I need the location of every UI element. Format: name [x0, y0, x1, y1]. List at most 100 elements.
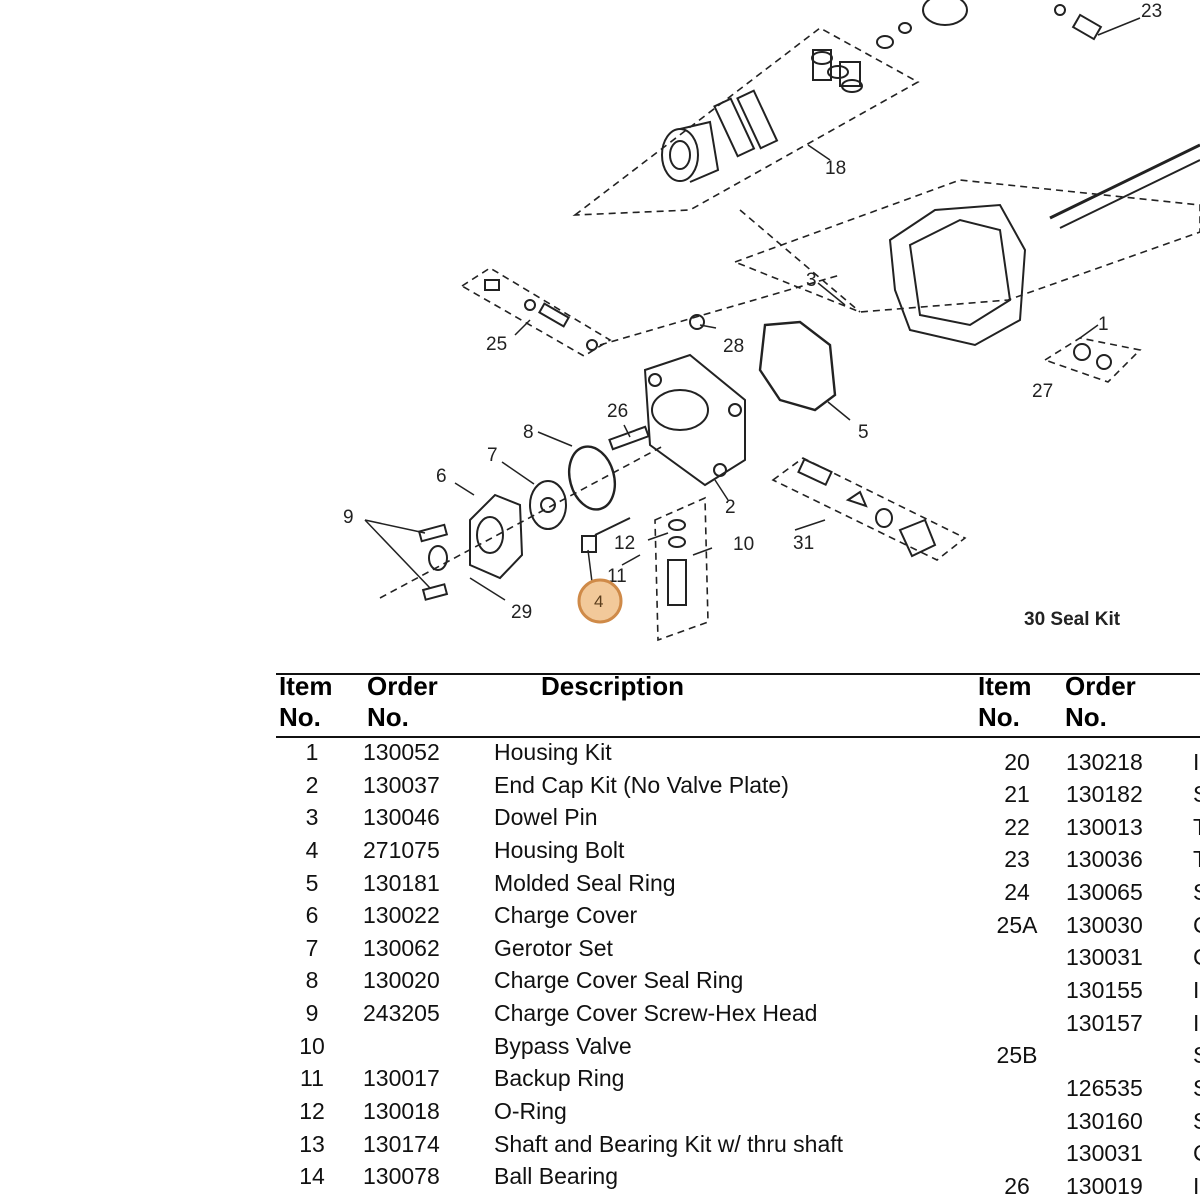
right-row-14-order: 130019 [1066, 1173, 1143, 1199]
exploded-parts-diagram: 23 18 3 25 28 1 27 26 5 8 7 6 2 9 12 10 … [343, 0, 1200, 642]
right-row-4-desc-clipped: T [1193, 845, 1200, 873]
right-row-3-order: 130013 [1066, 814, 1143, 840]
right-row-2-desc-clipped: S [1193, 780, 1200, 808]
row-12-desc: O-Ring [494, 1098, 567, 1124]
right-row-6-desc-clipped: C [1193, 911, 1200, 939]
right-row-7-order: 130031 [1066, 944, 1143, 970]
row-7-desc: Gerotor Set [494, 935, 613, 961]
callout-26: 26 [607, 401, 628, 422]
svg-text:4: 4 [594, 592, 603, 611]
row-8-order: 130020 [363, 967, 440, 993]
row-9-desc: Charge Cover Screw-Hex Head [494, 1000, 818, 1026]
callout-18: 18 [825, 158, 846, 179]
callout-12: 12 [614, 533, 635, 554]
row-5-desc: Molded Seal Ring [494, 870, 676, 896]
right-row-12-desc-clipped: S [1193, 1107, 1200, 1135]
callout-29: 29 [511, 602, 532, 623]
header-item-right: Item No. [978, 671, 1032, 732]
right-row-13-desc-clipped: C [1193, 1139, 1200, 1167]
row-11-desc: Backup Ring [494, 1065, 625, 1091]
callout-10: 10 [733, 534, 754, 555]
right-row-7-desc-clipped: C [1193, 943, 1200, 971]
callout-11: 11 [607, 566, 627, 587]
row-5-order: 130181 [363, 870, 440, 896]
row-2-desc: End Cap Kit (No Valve Plate) [494, 772, 789, 798]
right-row-4-item: 23 [1004, 846, 1030, 872]
row-11-order: 130017 [363, 1065, 440, 1091]
row-8-desc: Charge Cover Seal Ring [494, 967, 744, 993]
right-row-2-order: 130182 [1066, 781, 1143, 807]
header-order-right: Order No. [1065, 671, 1136, 732]
row-9-order: 243205 [363, 1000, 440, 1026]
highlighted-callout-4[interactable]: 4 [577, 578, 623, 624]
right-row-3-item: 22 [1004, 814, 1030, 840]
callout-23: 23 [1141, 1, 1162, 22]
callout-25: 25 [486, 334, 507, 355]
right-row-5-item: 24 [1004, 879, 1030, 905]
callout-5: 5 [858, 422, 869, 443]
right-row-4-order: 130036 [1066, 846, 1143, 872]
row-6-order: 130022 [363, 902, 440, 928]
right-row-14-desc-clipped: I [1193, 1173, 1200, 1199]
right-row-10-item: 25B [996, 1042, 1038, 1068]
right-row-2-item: 21 [1004, 781, 1030, 807]
right-row-11-order: 126535 [1066, 1075, 1143, 1101]
right-row-6-order: 130030 [1066, 912, 1143, 938]
table-header-rule [276, 736, 1200, 738]
row-2-order: 130037 [363, 772, 440, 798]
row-3-item: 3 [305, 804, 319, 830]
right-row-9-order: 130157 [1066, 1010, 1143, 1036]
callout-1: 1 [1098, 314, 1109, 335]
row-4-item: 4 [305, 837, 319, 863]
right-row-1-desc-clipped: I [1193, 749, 1200, 775]
row-13-desc: Shaft and Bearing Kit w/ thru shaft [494, 1131, 844, 1157]
row-3-desc: Dowel Pin [494, 804, 598, 830]
right-row-8-desc-clipped: I [1193, 977, 1200, 1003]
right-row-6-item: 25A [996, 912, 1038, 938]
row-3-order: 130046 [363, 804, 440, 830]
row-14-desc: Ball Bearing [494, 1163, 619, 1189]
callout-27: 27 [1032, 381, 1053, 402]
row-10-desc: Bypass Valve [494, 1033, 632, 1059]
callout-3: 3 [806, 270, 817, 291]
seal-kit-label: 30 Seal Kit [1024, 609, 1121, 630]
row-8-item: 8 [305, 967, 319, 993]
row-13-item: 13 [299, 1131, 325, 1157]
right-row-12-order: 130160 [1066, 1108, 1143, 1134]
callout-8: 8 [523, 422, 534, 443]
callout-28: 28 [723, 336, 744, 357]
right-row-11-desc-clipped: S [1193, 1074, 1200, 1102]
row-9-item: 9 [305, 1000, 319, 1026]
right-row-1-item: 20 [1004, 749, 1030, 775]
right-row-9-desc-clipped: I [1193, 1010, 1200, 1036]
right-row-1-order: 130218 [1066, 749, 1143, 775]
right-row-8-order: 130155 [1066, 977, 1143, 1003]
row-10-item: 10 [299, 1033, 325, 1059]
right-row-5-order: 130065 [1066, 879, 1143, 905]
callout-6: 6 [436, 466, 447, 487]
row-4-order: 271075 [363, 837, 440, 863]
row-7-order: 130062 [363, 935, 440, 961]
callout-7: 7 [487, 445, 498, 466]
callout-2: 2 [725, 497, 736, 518]
row-11-item: 11 [300, 1065, 324, 1091]
row-1-desc: Housing Kit [494, 739, 612, 765]
row-1-item: 1 [305, 739, 319, 765]
right-row-3-desc-clipped: T [1193, 813, 1200, 841]
header-order: Order No. [367, 671, 438, 732]
table-top-rule [276, 673, 1200, 675]
row-12-item: 12 [299, 1098, 325, 1124]
row-6-desc: Charge Cover [494, 902, 638, 928]
right-row-10-desc-clipped: S [1193, 1041, 1200, 1069]
header-description: Description [541, 671, 685, 701]
row-6-item: 6 [305, 902, 319, 928]
row-13-order: 130174 [363, 1131, 440, 1157]
row-5-item: 5 [305, 870, 319, 896]
row-14-order: 130078 [363, 1163, 440, 1189]
right-row-14-item: 26 [1004, 1173, 1030, 1199]
row-12-order: 130018 [363, 1098, 440, 1124]
row-4-desc: Housing Bolt [494, 837, 625, 863]
right-row-13-order: 130031 [1066, 1140, 1143, 1166]
row-7-item: 7 [305, 935, 319, 961]
callout-9: 9 [343, 507, 354, 528]
